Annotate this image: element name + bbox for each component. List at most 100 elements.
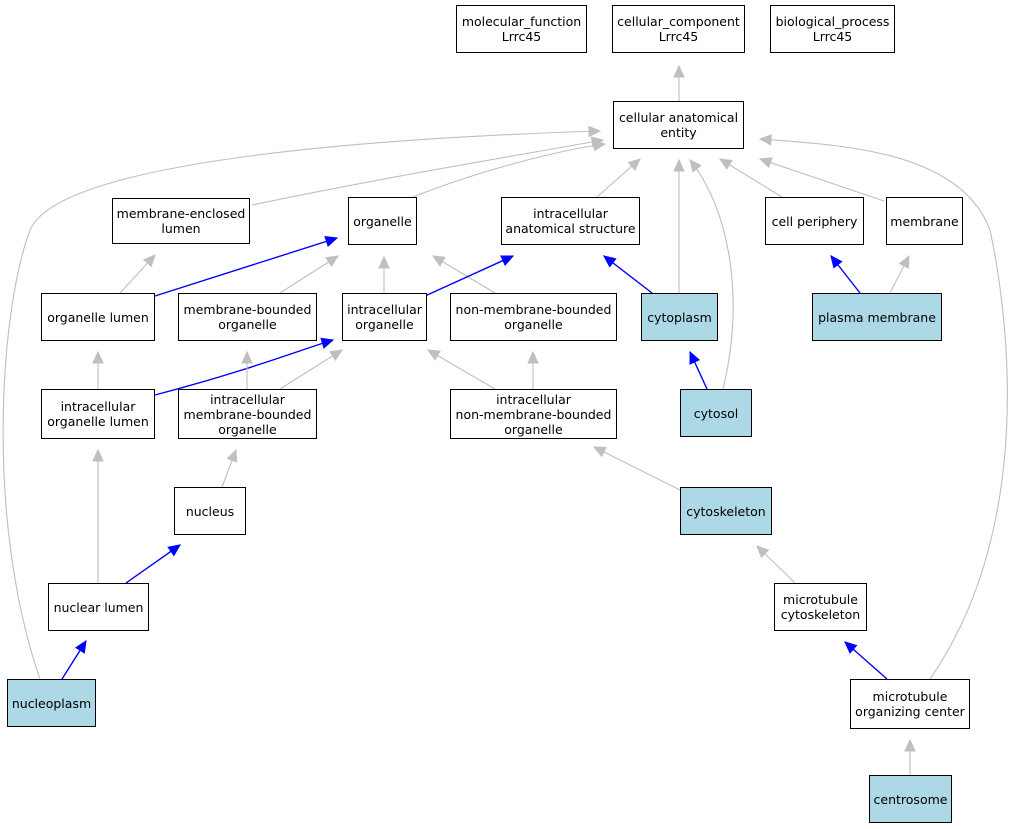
node-org[interactable]: organelle [348, 197, 417, 245]
edge-np-to-cae [2, 130, 601, 680]
edge-mem-to-cae [759, 158, 885, 202]
node-cae[interactable]: cellular anatomical entity [613, 101, 744, 149]
node-np[interactable]: nucleoplasm [7, 679, 96, 727]
node-label: molecular_function Lrrc45 [461, 14, 582, 44]
edge-np-to-cae-arrowhead [588, 125, 602, 138]
edge-mtc-to-csk-arrowhead [756, 545, 770, 559]
edge-iol-to-io [154, 339, 334, 396]
edge-nl-to-nuc-arrowhead [167, 544, 181, 557]
edge-org-to-cae-arrowhead [592, 139, 607, 152]
node-mem[interactable]: membrane [886, 197, 963, 245]
node-cp[interactable]: cell periphery [765, 197, 864, 245]
edge-io-to-org-arrowhead [378, 255, 390, 269]
node-mtoc[interactable]: microtubule organizing center [850, 679, 970, 729]
edge-io-to-ias-arrowhead [500, 255, 515, 267]
node-cs[interactable]: centrosome [869, 775, 952, 823]
node-label: cytoskeleton [686, 503, 766, 519]
node-nl[interactable]: nuclear lumen [48, 583, 149, 631]
node-label: nucleus [185, 503, 235, 519]
edge-imbo-to-io [279, 349, 343, 390]
edge-csk-to-inmbo [593, 446, 681, 491]
node-cyto[interactable]: cytoplasm [641, 293, 718, 341]
node-ol[interactable]: organelle lumen [41, 293, 155, 341]
node-label: cell periphery [771, 213, 858, 229]
node-ias[interactable]: intracellular anatomical structure [501, 197, 640, 245]
edge-iol-to-io-arrowhead [320, 337, 335, 349]
node-label: cytoplasm [647, 309, 712, 325]
node-label: membrane [890, 213, 959, 229]
node-label: nucleoplasm [11, 695, 92, 711]
node-mf[interactable]: molecular_function Lrrc45 [456, 5, 587, 53]
node-label: organelle [353, 213, 412, 229]
node-imbo[interactable]: intracellular membrane-bounded organelle [178, 389, 317, 439]
edge-iol-to-ol-arrowhead [92, 350, 104, 364]
node-csk[interactable]: cytoskeleton [680, 487, 772, 535]
edge-org-to-cae [407, 143, 606, 200]
edge-ias-to-cae-arrowhead [627, 158, 641, 171]
node-label: nuclear lumen [53, 599, 144, 615]
edge-cytosol-to-cae-arrowhead [689, 159, 702, 173]
node-label: microtubule cytoskeleton [780, 592, 861, 622]
edge-cae-to-cc-arrowhead [673, 64, 685, 78]
edge-inmbo-to-io [427, 349, 496, 390]
node-label: intracellular anatomical structure [505, 206, 636, 236]
edge-mem-to-cae-arrowhead [758, 157, 773, 169]
node-io[interactable]: intracellular organelle [342, 293, 427, 341]
node-iol[interactable]: intracellular organelle lumen [41, 389, 155, 439]
edge-mbo-to-org-arrowhead [325, 255, 340, 268]
node-label: plasma membrane [818, 309, 936, 325]
edge-ol-to-org [154, 237, 338, 297]
node-label: intracellular organelle lumen [47, 399, 149, 429]
node-label: biological_process Lrrc45 [775, 14, 890, 44]
edge-imbo-to-mbo-arrowhead [241, 350, 253, 364]
edge-pm-to-mem-arrowhead [898, 254, 910, 269]
node-label: cellular anatomical entity [618, 110, 739, 140]
edge-nmbo-to-org [432, 255, 496, 294]
edge-cp-to-cae [719, 158, 783, 198]
edge-mtoc-to-cae-arrowhead [758, 134, 772, 146]
edge-nuc-to-imbo-arrowhead [226, 448, 238, 463]
edge-ol-to-mel-arrowhead [142, 254, 156, 268]
node-label: membrane-bounded organelle [183, 302, 312, 332]
edge-cytosol-to-cyto-arrowhead [689, 350, 701, 365]
edge-mtoc-to-cae [759, 138, 1008, 680]
edge-cyto-to-ias-arrowhead [603, 255, 617, 268]
edge-cyto-to-cae-arrowhead [673, 158, 685, 172]
edge-cytosol-to-cae [689, 159, 734, 390]
node-label: intracellular membrane-bounded organelle [183, 391, 312, 437]
node-label: organelle lumen [47, 309, 149, 325]
edge-mel-to-cae [251, 139, 604, 206]
edge-mtoc-to-mtc-arrowhead [844, 641, 858, 654]
edge-nmbo-to-org-arrowhead [431, 255, 446, 267]
node-bp[interactable]: biological_process Lrrc45 [770, 5, 895, 53]
edge-inmbo-to-io-arrowhead [426, 349, 441, 361]
node-mel[interactable]: membrane-enclosed lumen [112, 198, 250, 244]
node-mtc[interactable]: microtubule cytoskeleton [774, 583, 867, 631]
node-label: centrosome [873, 791, 948, 807]
node-label: microtubule organizing center [855, 689, 965, 719]
node-pm[interactable]: plasma membrane [812, 293, 942, 341]
node-label: non-membrane-bounded organelle [455, 302, 612, 332]
node-nmbo[interactable]: non-membrane-bounded organelle [450, 293, 617, 341]
edge-np-to-nl-arrowhead [74, 639, 87, 654]
node-cytosol[interactable]: cytosol [680, 389, 752, 437]
edge-cs-to-mtoc-arrowhead [904, 738, 916, 752]
node-mbo[interactable]: membrane-bounded organelle [178, 293, 317, 341]
edge-inmbo-to-nmbo-arrowhead [527, 350, 539, 364]
node-label: intracellular non-membrane-bounded organ… [455, 391, 612, 437]
edge-imbo-to-io-arrowhead [329, 349, 344, 362]
edge-ol-to-org-arrowhead [324, 235, 339, 247]
node-inmbo[interactable]: intracellular non-membrane-bounded organ… [450, 389, 617, 439]
node-label: membrane-enclosed lumen [116, 206, 246, 236]
edge-pm-to-cp-arrowhead [830, 255, 843, 269]
node-label: cytosol [693, 405, 739, 421]
edge-cp-to-cae-arrowhead [718, 158, 733, 170]
node-nuc[interactable]: nucleus [174, 487, 246, 535]
node-label: cellular_component Lrrc45 [617, 14, 740, 44]
edge-nl-to-iol-arrowhead [92, 448, 104, 462]
node-label: intracellular organelle [347, 302, 422, 332]
node-cc[interactable]: cellular_component Lrrc45 [612, 5, 745, 53]
edge-io-to-ias [424, 255, 514, 297]
edge-csk-to-inmbo-arrowhead [592, 446, 607, 458]
